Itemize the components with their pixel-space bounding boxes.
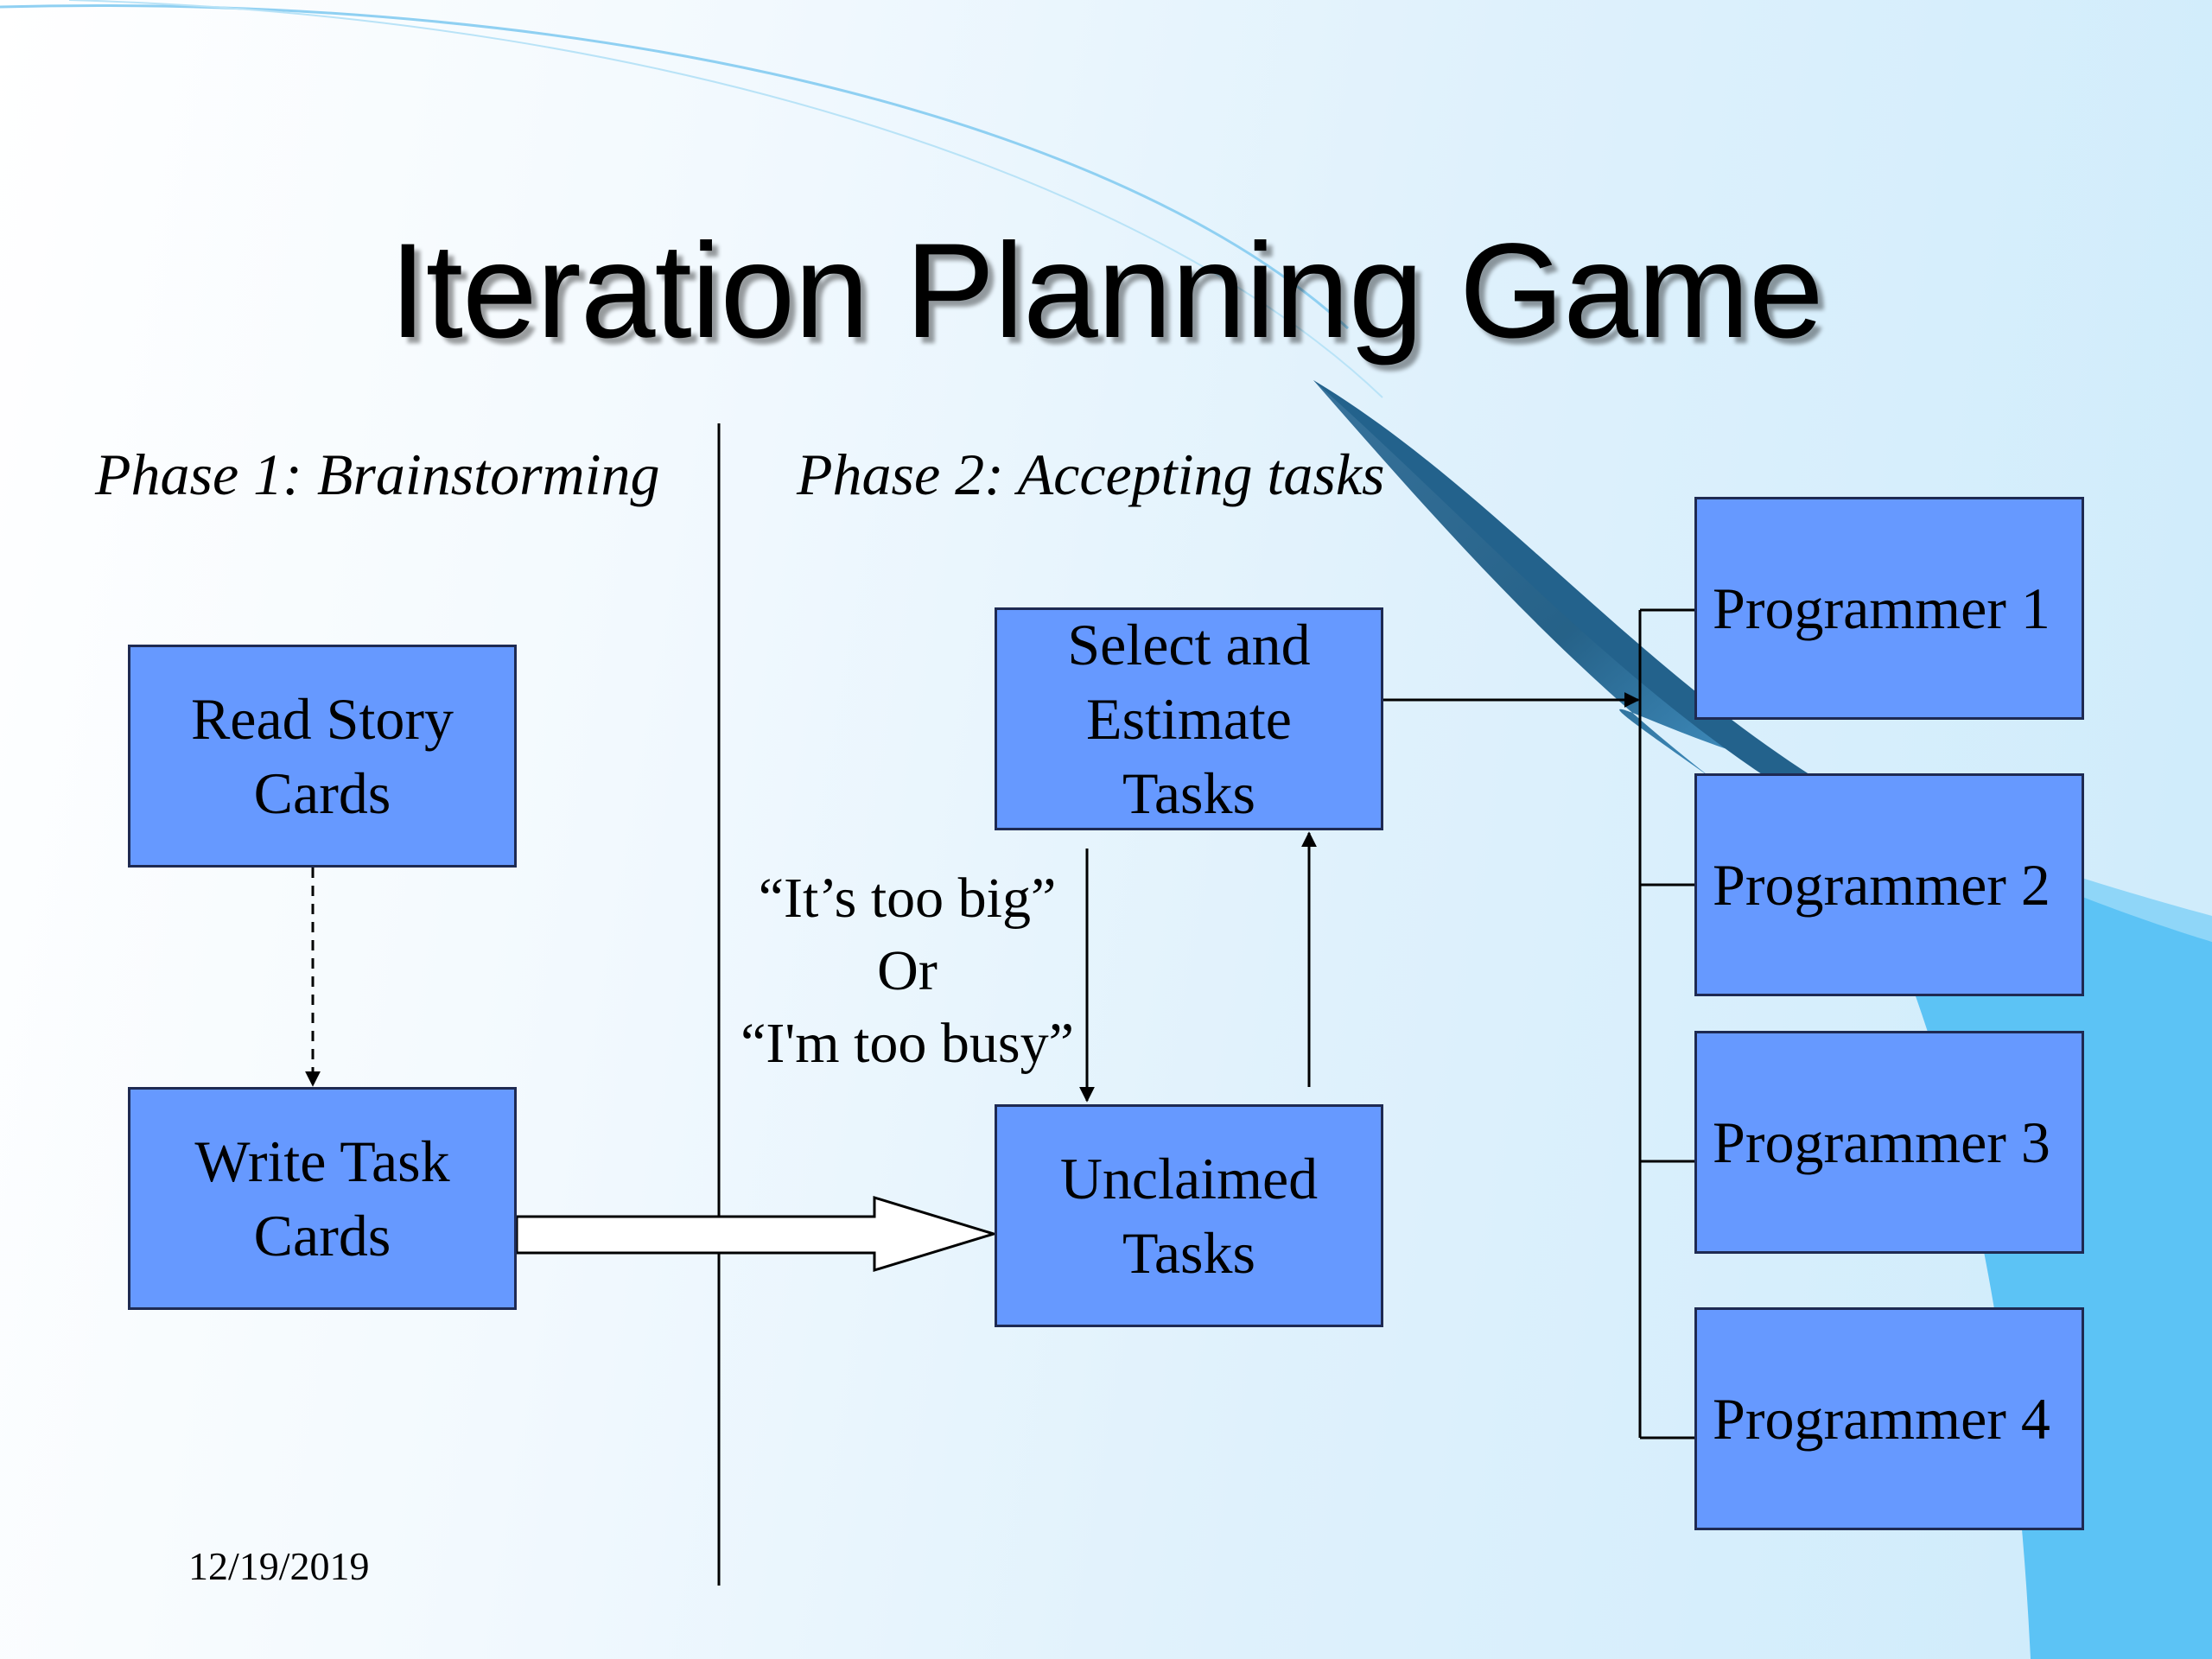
block-arrow-write-to-unclaimed <box>515 1195 999 1273</box>
rejection-note-line-2: Or <box>877 939 938 1002</box>
phase-2-label: Phase 2: Accepting tasks <box>797 442 1385 507</box>
write-task-cards-box: Write Task Cards <box>128 1087 517 1310</box>
rejection-note: “It’s too big” Or “I'm too busy” <box>709 862 1106 1080</box>
unclaimed-tasks-box: Unclaimed Tasks <box>995 1104 1383 1327</box>
rejection-note-line-3: “I'm too busy” <box>741 1012 1074 1075</box>
read-story-cards-box: Read Story Cards <box>128 645 517 868</box>
slide-title: Iteration Planning Game <box>389 216 1823 366</box>
phase-1-label: Phase 1: Brainstorming <box>95 442 660 507</box>
programmer-2-box: Programmer 2 <box>1694 773 2084 996</box>
programmer-1-box: Programmer 1 <box>1694 497 2084 720</box>
slide-date: 12/19/2019 <box>188 1544 370 1588</box>
rejection-note-line-1: “It’s too big” <box>758 867 1057 930</box>
select-estimate-tasks-box: Select and Estimate Tasks <box>995 607 1383 830</box>
programmer-3-box: Programmer 3 <box>1694 1031 2084 1254</box>
programmer-4-box: Programmer 4 <box>1694 1307 2084 1530</box>
